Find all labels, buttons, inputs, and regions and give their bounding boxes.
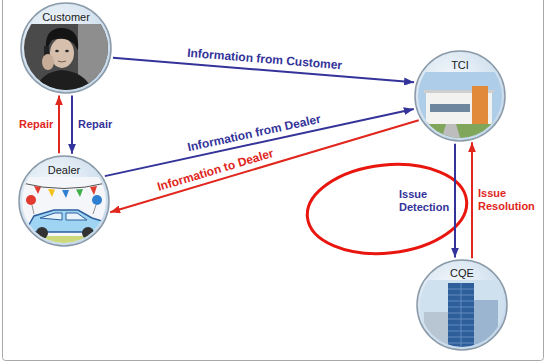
orange-block	[472, 86, 488, 124]
bunting-flag	[34, 186, 41, 194]
bunting-flag	[90, 186, 97, 195]
flow-arrow	[471, 142, 473, 258]
label-holder: Repair	[78, 118, 112, 131]
label-holder: Information from Dealer	[186, 111, 322, 154]
lot-ground	[18, 236, 110, 250]
sky	[414, 72, 506, 144]
bunting-flag	[62, 190, 69, 198]
circle-fill	[19, 156, 109, 246]
cqe-tower-photo	[416, 280, 508, 354]
label-holder: Repair	[19, 118, 53, 131]
bunting-flag	[48, 189, 55, 197]
glass-tower	[448, 283, 474, 354]
actor-name: Dealer	[48, 164, 80, 176]
actor-name: TCI	[451, 59, 469, 71]
picture-ground	[18, 177, 110, 249]
flow-label: Information from Dealer	[186, 111, 322, 154]
flow-arrow	[71, 96, 73, 154]
person-hand	[42, 54, 54, 70]
label-holder: Information from Customer	[187, 46, 343, 73]
highlight-ellipse	[303, 157, 471, 261]
actor-circle: TCI	[414, 50, 506, 142]
tower-grid	[448, 283, 474, 354]
actor-circle: CQE	[416, 259, 508, 351]
balloon	[92, 195, 102, 205]
car-window	[66, 213, 87, 220]
label-holder: Issue Detection	[399, 188, 449, 214]
flow-arrow	[454, 144, 456, 258]
person-eye	[65, 50, 69, 52]
person-eye	[55, 50, 59, 52]
flow-label: Information to Dealer	[155, 146, 275, 194]
flow-arrow	[105, 109, 414, 176]
flow-label: Repair	[19, 118, 53, 131]
balloon	[26, 195, 36, 205]
balloon-string	[93, 205, 96, 214]
actor-name: Customer	[42, 11, 90, 23]
person-mouth	[58, 61, 66, 62]
flow-label: Repair	[78, 118, 112, 131]
tci-building-photo	[414, 72, 506, 144]
bunting-flag	[76, 189, 83, 197]
flow-label: Information from Customer	[187, 46, 343, 73]
flow-label: Issue Detection	[399, 188, 449, 214]
actor-circle: Dealer	[18, 155, 110, 247]
car-window	[40, 213, 62, 220]
circle-fill	[21, 3, 111, 93]
person-hair	[46, 28, 78, 50]
actor-circle: Customer	[20, 2, 112, 94]
label-holder: Information to Dealer	[155, 146, 275, 194]
dealer-picture	[18, 177, 110, 250]
actor-name: CQE	[450, 267, 474, 279]
glass-band	[430, 104, 470, 112]
sky	[416, 280, 508, 354]
flow-label: Issue Resolution	[478, 187, 535, 213]
label-holder: Issue Resolution	[478, 187, 535, 213]
circle-fill	[417, 260, 507, 350]
customer-photo	[20, 24, 112, 96]
slide-frame	[3, 0, 544, 361]
balloon-string	[32, 205, 34, 214]
flow-arrow	[58, 95, 60, 153]
circle-fill	[415, 51, 505, 141]
photo-ground	[20, 24, 112, 96]
